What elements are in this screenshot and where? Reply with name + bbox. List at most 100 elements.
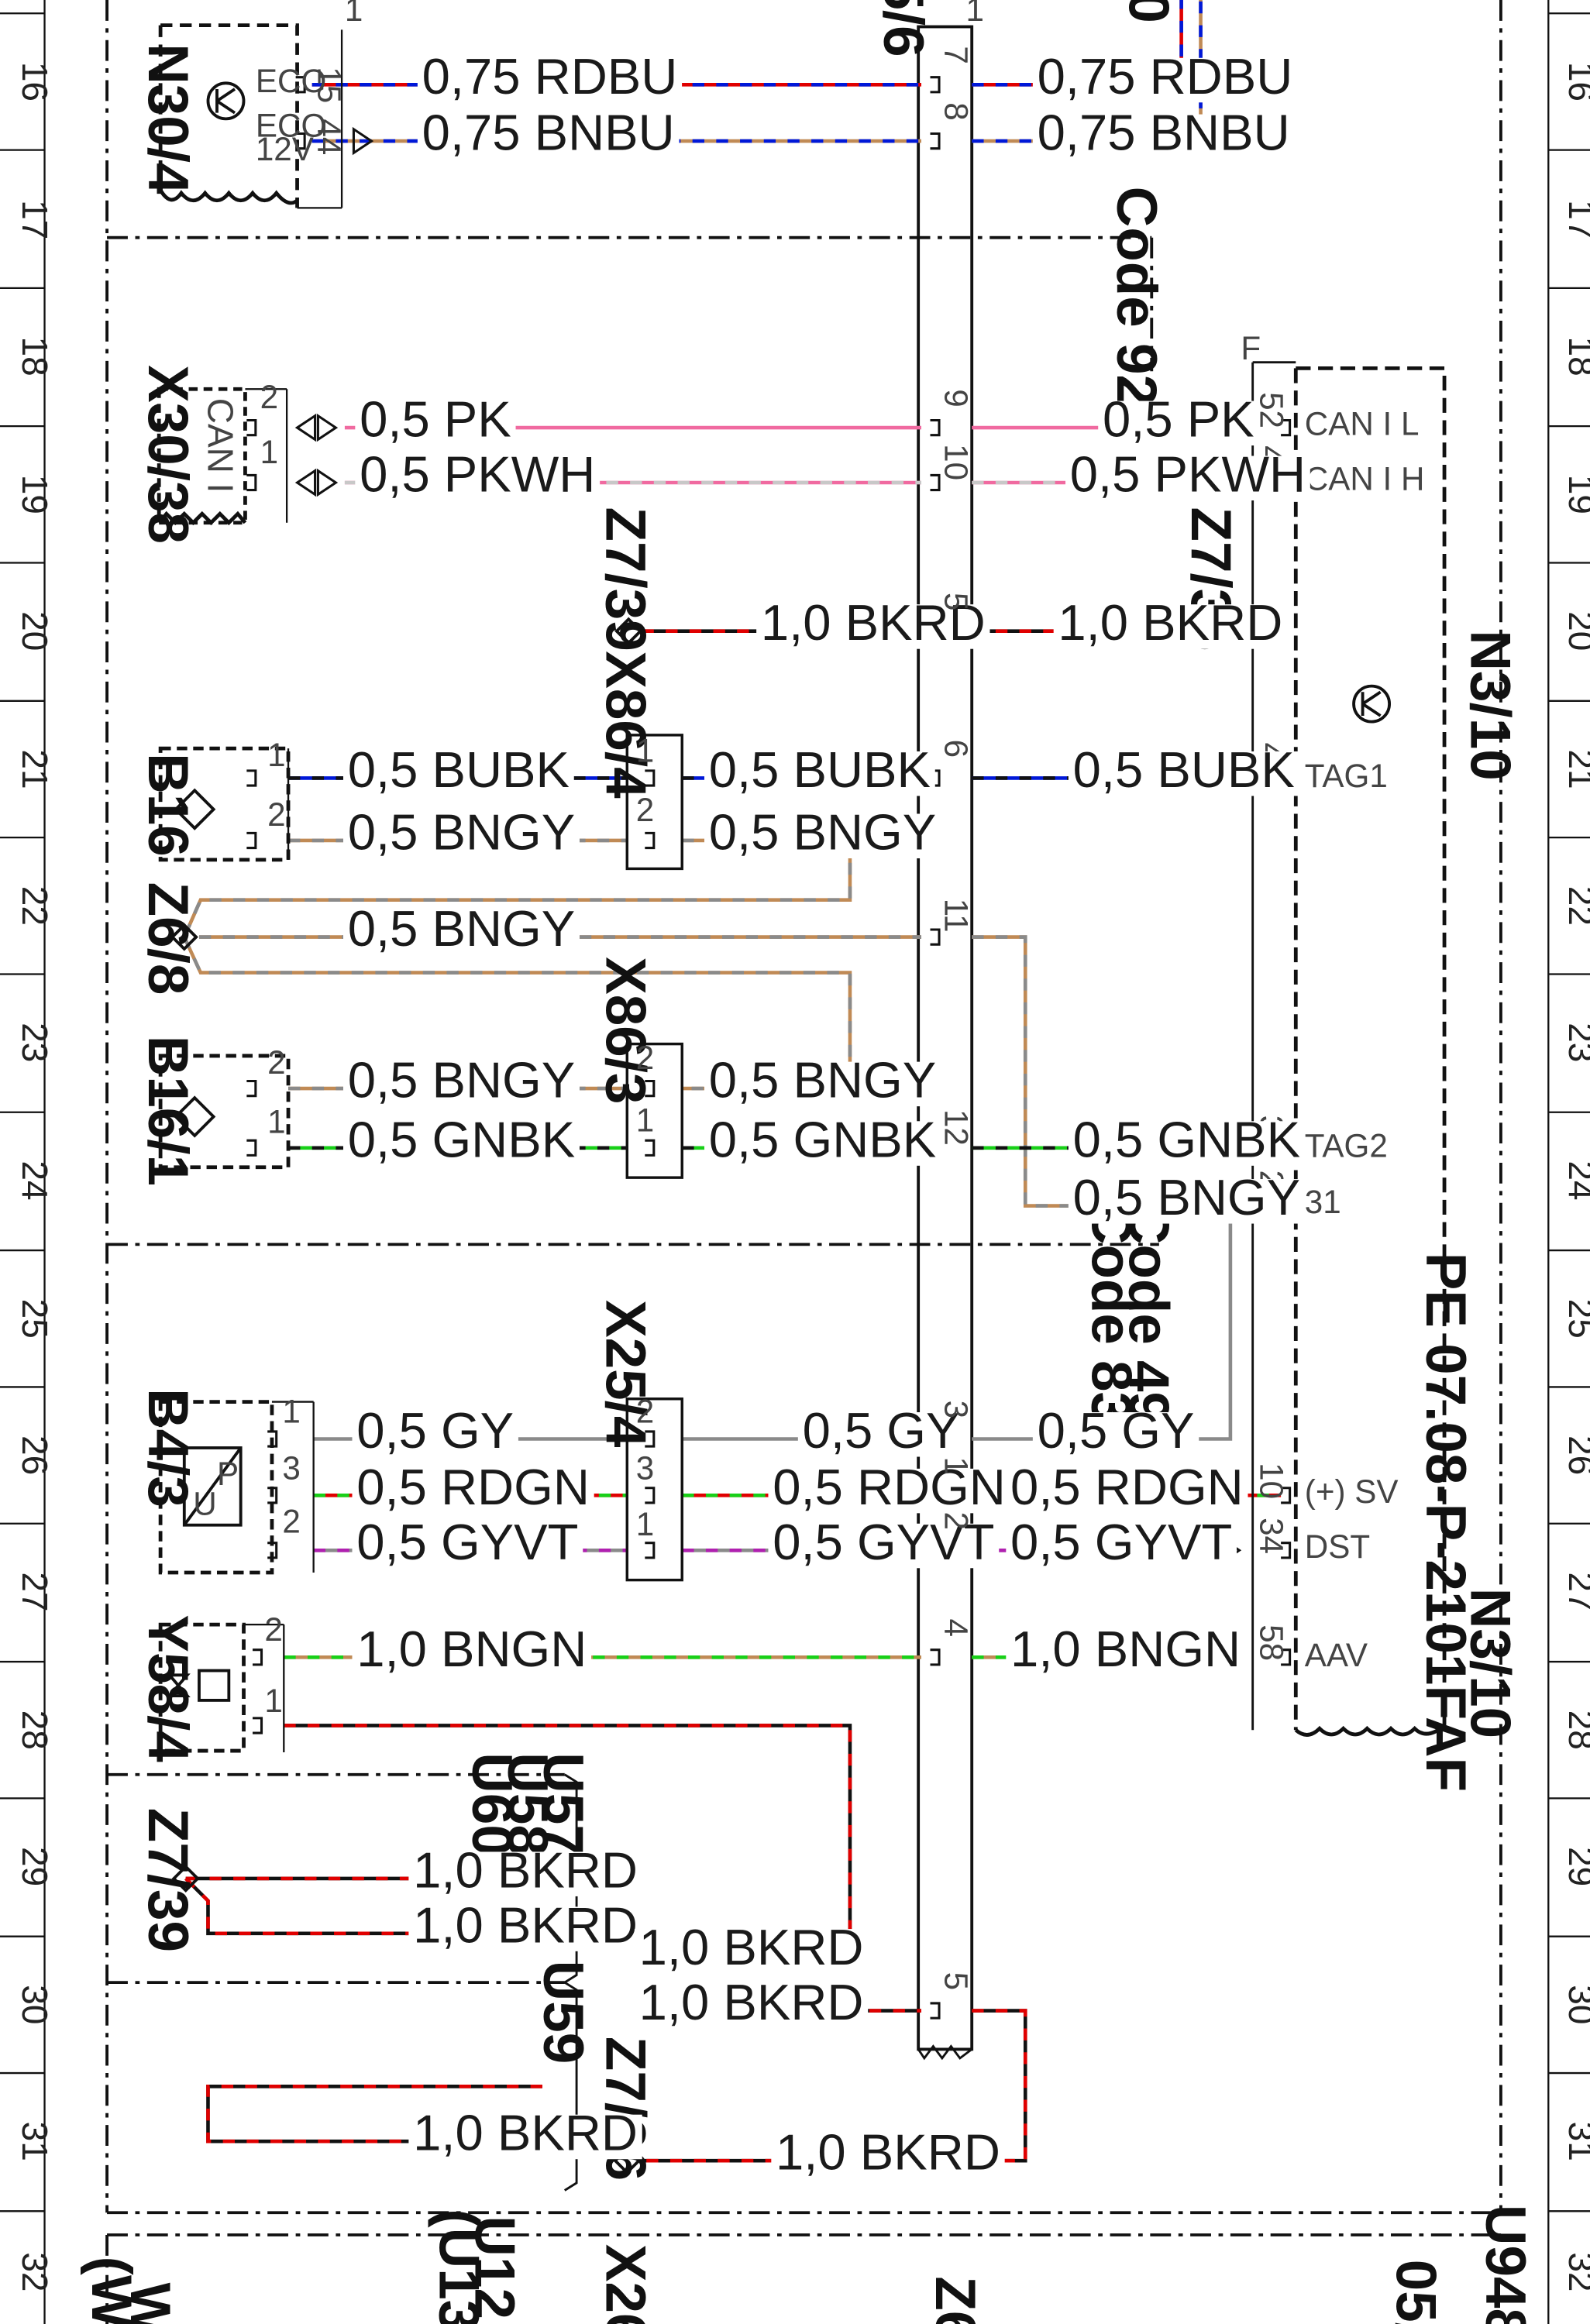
wire-label: 0,75 BNBU — [422, 105, 675, 161]
label-top-ref: 5/6 — [872, 0, 934, 57]
ruler-number: 19 — [1561, 475, 1590, 514]
pin-tick — [246, 1079, 257, 1098]
wire-label: 0,5 RDGN — [356, 1459, 590, 1515]
label-u59: U59 — [532, 1961, 594, 2064]
wire-label-bg — [704, 1061, 941, 1107]
ruler-number: 17 — [15, 200, 55, 239]
wire-label-bg — [704, 1121, 941, 1166]
pin-tick — [930, 473, 941, 492]
pin-tick — [645, 1542, 656, 1559]
wire-label-bg — [343, 910, 580, 955]
wire-bkrd-u2 — [184, 1877, 542, 1936]
wire-label-bg — [1068, 751, 1299, 796]
pin-n34: 34 — [1253, 1518, 1289, 1554]
bus-pin-number: 5 — [938, 593, 975, 610]
bus-pin-number: 3 — [938, 1401, 975, 1418]
signal-arrow — [316, 413, 339, 442]
signal-arrow — [352, 126, 374, 156]
connector-pin-number: 2 — [267, 1044, 285, 1081]
wire-label-bg — [1006, 1523, 1237, 1569]
right-ruler — [1547, 0, 1590, 2324]
wire-label-bg — [352, 1468, 594, 1514]
bus-pin-number: 1 — [966, 0, 984, 28]
label-n3-10-b: N3/10 — [1459, 1588, 1522, 1738]
wire-label: 0,5 RDGN — [773, 1459, 1006, 1515]
pin-tick — [645, 1139, 656, 1157]
ruler-number: 24 — [15, 1160, 55, 1200]
pin-tick — [295, 76, 306, 94]
ruler-number: 23 — [15, 1023, 55, 1062]
wire-label: 1,0 BKRD — [1058, 594, 1282, 651]
connector-pin-number: 2 — [282, 1503, 300, 1539]
pin-can-ih: CAN I H — [1305, 461, 1425, 497]
pin-tick — [1281, 418, 1292, 437]
pin-tick — [1281, 1648, 1292, 1666]
label-n30-4: N30/4 — [136, 43, 199, 194]
ruler-number: 26 — [15, 1435, 55, 1475]
label-u58: U58 — [496, 1752, 559, 1856]
signal-arrow — [294, 468, 317, 497]
ruler-number: 28 — [15, 1710, 55, 1750]
pin-tick — [645, 831, 656, 850]
wire-label-bg — [1006, 1630, 1245, 1676]
b43-u: U — [193, 1485, 216, 1521]
pin-tick — [253, 1717, 263, 1734]
bus-pin-number: 9 — [938, 389, 975, 407]
pin-tag2: TAG2 — [1305, 1127, 1388, 1164]
wire-label-bg — [408, 1851, 642, 1896]
wire-label: 1,0 BKRD — [776, 2124, 1000, 2181]
wire-label-bg — [1032, 57, 1298, 103]
left-ruler — [0, 0, 46, 2324]
pin-tick — [930, 132, 941, 150]
pin-n10: 10 — [1253, 1463, 1289, 1499]
ruler-number: 20 — [15, 611, 55, 651]
pin-eco12v-a: ECO — [256, 107, 326, 143]
wire-label: 0,5 GY — [803, 1402, 960, 1459]
wire-label: 0,75 RDBU — [422, 48, 678, 105]
ruler-number: 22 — [1561, 886, 1590, 926]
u-brace — [563, 1773, 578, 2192]
wire-label: 0,5 PK — [360, 391, 511, 448]
wire-label: 0,5 BUBK — [348, 741, 570, 798]
pin-tick — [246, 769, 257, 787]
ruler-number: 31 — [1561, 2122, 1590, 2161]
connector-pin-number: 1 — [282, 1393, 300, 1429]
wire-bkrd-u5 — [206, 2084, 542, 2144]
label-x86-3: X86/3 — [594, 957, 656, 1104]
wire-label: 1,0 BKRD — [639, 1919, 864, 1975]
pin-tick — [645, 1079, 656, 1098]
label-u60: U60 — [460, 1752, 523, 1856]
wire-label-bg — [1068, 1179, 1305, 1224]
connector-pin-number: 2 — [260, 379, 278, 415]
ruler-number: 22 — [15, 886, 55, 926]
label-code-920: Code 920 — [1105, 187, 1168, 438]
wire-label-bg — [1053, 604, 1288, 649]
signal-arrow — [294, 413, 317, 442]
wire-label-bg — [417, 57, 683, 103]
label-b4-3: B4/3 — [136, 1388, 199, 1508]
ruler-number: 29 — [15, 1847, 55, 1886]
wire-label: 0,5 GNBK — [1073, 1111, 1300, 1167]
pin-tick — [930, 418, 941, 437]
ruler-number: 24 — [1561, 1160, 1590, 1200]
wire-label: 0,5 BNGY — [709, 803, 936, 860]
pin-tick — [645, 1487, 656, 1504]
label-z7-39-b: Z7/39 — [136, 1808, 199, 1952]
wire-label: 0,5 GY — [356, 1402, 514, 1459]
label-b16: B16 — [136, 753, 199, 857]
pin-eco12v-b: 12V — [256, 131, 314, 167]
ruler-number: 27 — [15, 1572, 55, 1611]
symbols — [166, 81, 1392, 2175]
wire-label-bg — [634, 1929, 869, 1974]
wire-label-bg — [352, 1412, 518, 1457]
connector-pin-number: 2 — [636, 1040, 654, 1076]
wire-label: 1,0 BKRD — [413, 1841, 638, 1898]
ruler-number: 16 — [15, 62, 55, 101]
pin-eco: ECO — [256, 63, 326, 99]
pin-dst: DST — [1305, 1528, 1370, 1565]
wire-label: 0,5 GNBK — [709, 1111, 936, 1167]
wire-label-bg — [1068, 1121, 1305, 1166]
pin-tick — [930, 76, 941, 94]
wire-label-bg — [771, 2133, 1005, 2179]
